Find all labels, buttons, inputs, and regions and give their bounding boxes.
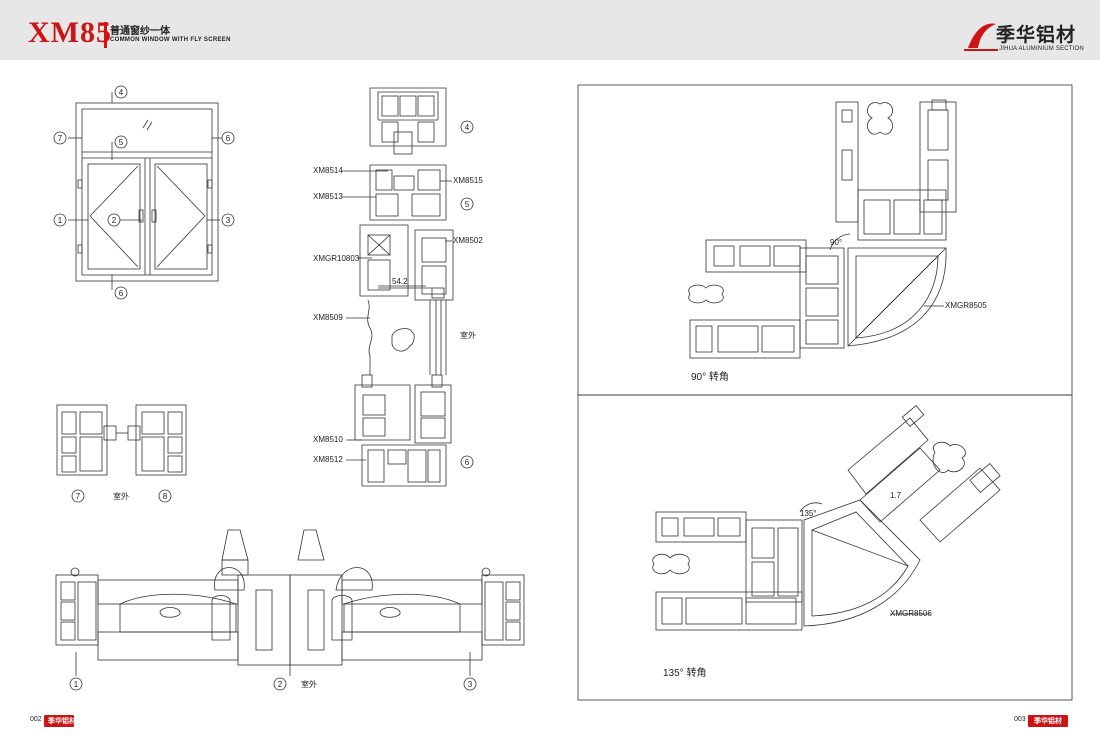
mullion-callout-7: 7 <box>76 492 81 501</box>
callout-4: 4 <box>119 88 124 97</box>
callout-circle <box>463 677 477 691</box>
section-callout-4: 4 <box>465 123 470 132</box>
mullion-detail <box>56 404 187 476</box>
footer-brand-badge-left <box>44 715 74 727</box>
horizontal-section <box>55 529 525 676</box>
callout-circle <box>460 197 474 211</box>
angle-135: 135° <box>800 509 817 518</box>
footer-brand-right: 季华铝材 <box>1034 718 1062 725</box>
callout-5: 5 <box>119 138 124 147</box>
caption-135-corner: 135° 转角 <box>663 666 706 679</box>
callout-circle <box>221 213 235 227</box>
part-label-xmgr8506: XMGR8506 <box>890 609 932 618</box>
callout-circle <box>114 85 128 99</box>
footer-brand-badge-right <box>1028 715 1068 727</box>
part-label-xm8509: XM8509 <box>313 313 343 322</box>
dimension-1-7: 1.7 <box>890 491 902 500</box>
callout-7: 7 <box>58 134 63 143</box>
vertical-section <box>342 87 454 487</box>
callout-2: 2 <box>112 216 117 225</box>
callout-circle <box>71 489 85 503</box>
corner-90-detail <box>688 99 957 359</box>
page-header: XM85 普通窗纱一体 COMMON WINDOW WITH FLY SCREE… <box>0 0 1100 60</box>
callout-1: 1 <box>58 216 63 225</box>
page-number-right: 003 <box>1014 716 1026 723</box>
callout-circle <box>273 677 287 691</box>
brand-name-chinese: 季华铝材 <box>996 25 1077 46</box>
callout-circle <box>460 455 474 469</box>
page-number-left: 002 <box>30 716 42 723</box>
callout-circle <box>221 131 235 145</box>
brand-logo-icon <box>964 23 998 51</box>
callout-circle <box>460 120 474 134</box>
callout-circle <box>69 677 83 691</box>
section-callout-5: 5 <box>465 200 470 209</box>
callout-6-bottom: 6 <box>119 289 124 298</box>
caption-90-corner: 90° 转角 <box>691 370 729 383</box>
horizontal-callout-3: 3 <box>468 680 473 689</box>
part-label-xm8502: XM8502 <box>453 236 483 245</box>
outdoor-label-mullion: 室外 <box>113 491 129 501</box>
callout-6: 6 <box>226 134 231 143</box>
brand-name-english: JIHUA ALUMINIUM SECTION <box>999 46 1084 52</box>
horizontal-callout-1: 1 <box>74 680 79 689</box>
part-label-xm8512: XM8512 <box>313 455 343 464</box>
series-code: XM85 <box>28 16 112 49</box>
callout-circle <box>53 213 67 227</box>
window-elevation <box>68 92 222 290</box>
title-chinese: 普通窗纱一体 <box>110 26 170 37</box>
callout-circle <box>158 489 172 503</box>
horizontal-callout-2: 2 <box>278 680 283 689</box>
outdoor-label-horizontal: 室外 <box>301 679 317 689</box>
angle-90: 90° <box>830 238 842 247</box>
part-label-xm8513: XM8513 <box>313 192 343 201</box>
part-label-xm8510: XM8510 <box>313 435 343 444</box>
dimension-54-2: 54.2 <box>392 277 408 286</box>
callout-circle <box>114 286 128 300</box>
corner-135-frame <box>577 394 1073 701</box>
outdoor-label-section: 室外 <box>460 330 476 340</box>
series-divider <box>104 22 107 48</box>
corner-135-detail <box>652 405 1001 631</box>
part-label-xm8514: XM8514 <box>313 166 343 175</box>
part-label-xmgr8505: XMGR8505 <box>945 301 987 310</box>
mullion-callout-8: 8 <box>163 492 168 501</box>
callout-circle <box>114 135 128 149</box>
title-english: COMMON WINDOW WITH FLY SCREEN <box>110 37 231 43</box>
part-label-xmgr10803: XMGR10803 <box>313 254 360 263</box>
part-label-xm8515: XM8515 <box>453 176 483 185</box>
corner-90-frame <box>577 84 1073 396</box>
callout-circle <box>53 131 67 145</box>
footer-brand-left: 季华铝材 <box>48 718 76 725</box>
callout-circle <box>107 213 121 227</box>
section-callout-6: 6 <box>465 458 470 467</box>
callout-3: 3 <box>226 216 231 225</box>
